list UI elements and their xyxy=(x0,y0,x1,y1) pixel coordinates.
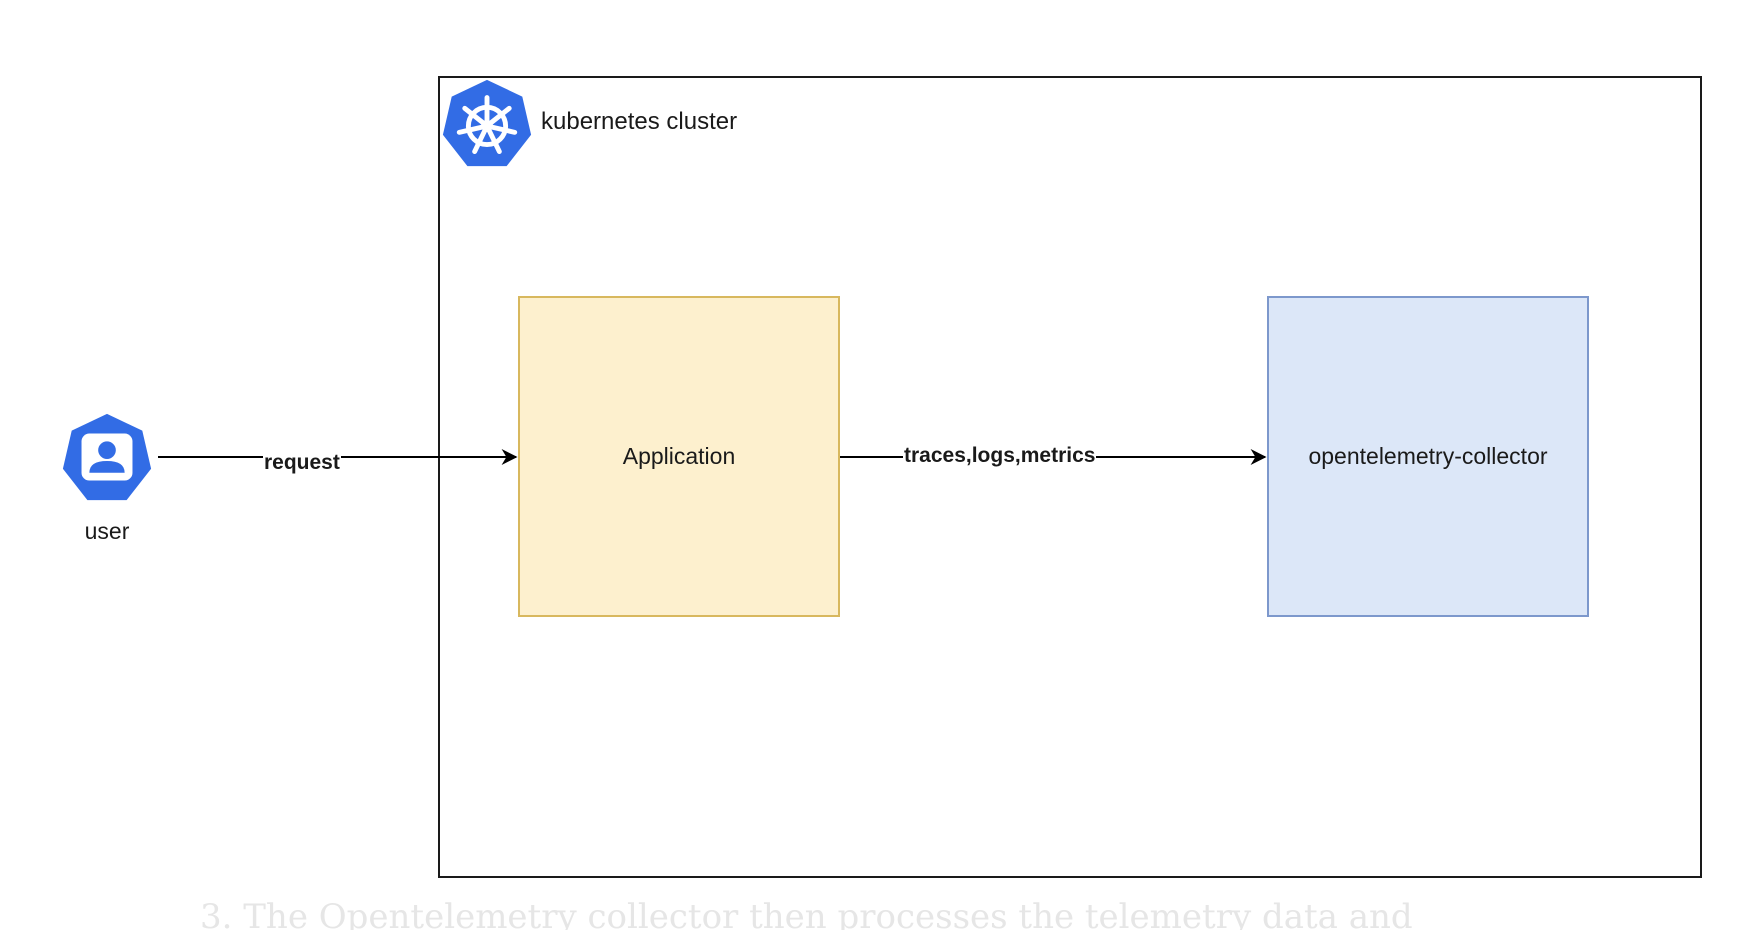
application-label: Application xyxy=(622,443,736,469)
user-icon[interactable] xyxy=(58,410,156,508)
collector-label: opentelemetry-collector xyxy=(1308,443,1548,469)
opentelemetry-collector-node[interactable]: opentelemetry-collector xyxy=(1267,296,1589,617)
request-edge-label: request xyxy=(263,451,341,475)
telemetry-edge-label: traces,logs,metrics xyxy=(903,444,1097,468)
user-label: user xyxy=(84,518,130,544)
application-node[interactable]: Application xyxy=(518,296,840,617)
partial-footer-text: 3. The Opentelemetry collector then proc… xyxy=(200,900,1413,930)
cluster-label: kubernetes cluster xyxy=(541,108,738,135)
kubernetes-icon xyxy=(442,79,532,167)
